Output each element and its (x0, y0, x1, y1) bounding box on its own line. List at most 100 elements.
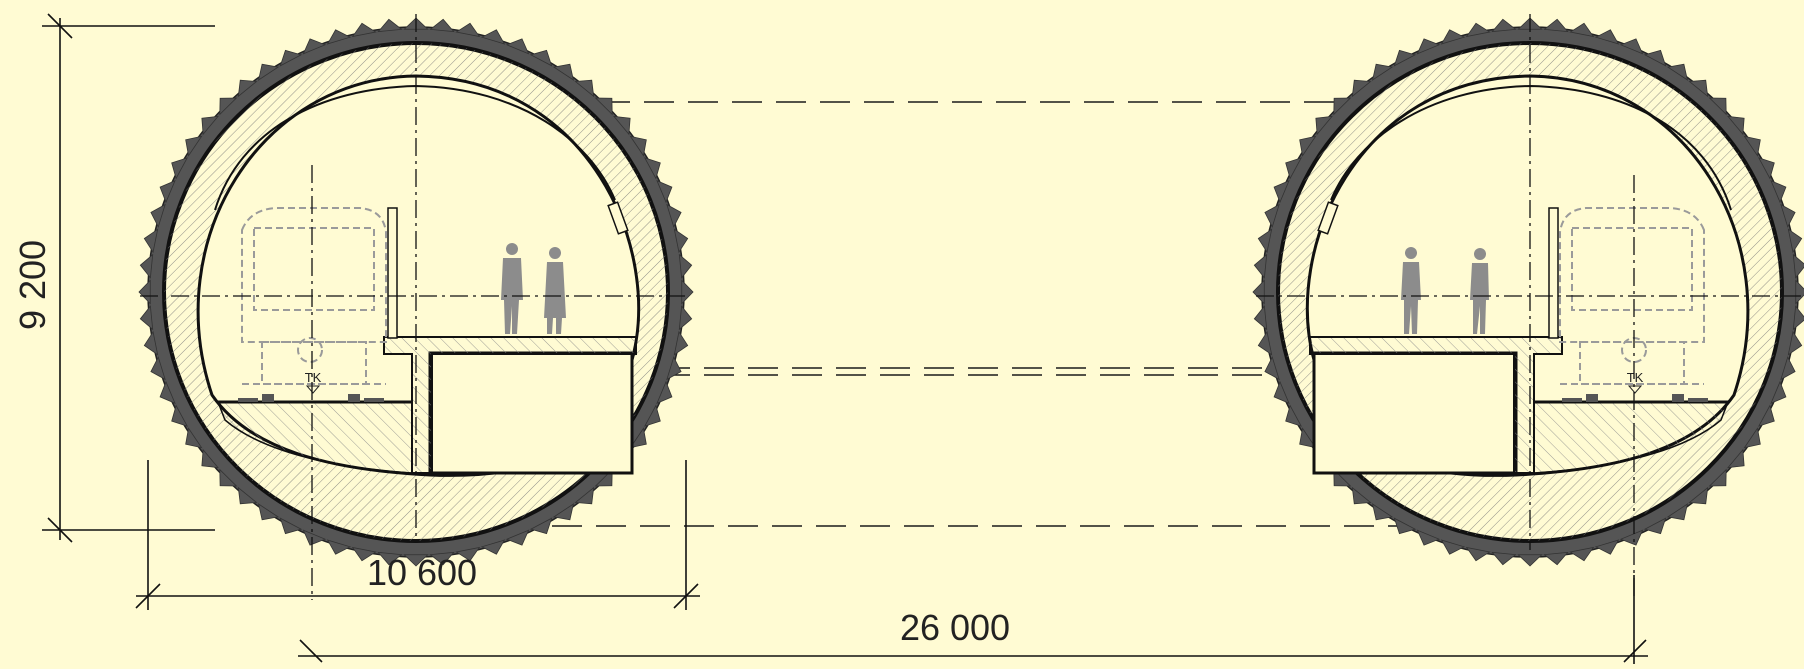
shell-tooth (143, 228, 159, 254)
shell-tooth (302, 529, 327, 546)
shell-tooth (1543, 18, 1569, 33)
shell-tooth (201, 448, 219, 469)
shell-tooth (1787, 228, 1803, 254)
shell-tooth (279, 517, 303, 535)
shell-tooth (1787, 330, 1803, 356)
wall-cabinet (607, 201, 629, 235)
shell-tooth (1416, 529, 1441, 546)
shell-tooth (1708, 468, 1727, 487)
shell-tooth (1780, 203, 1796, 228)
shell-tooth (455, 22, 481, 38)
shell-tooth (279, 49, 303, 67)
shell-tooth (201, 115, 219, 136)
shell-tooth (1569, 22, 1595, 38)
shell-tooth (1299, 427, 1317, 449)
shell-tooth (1315, 115, 1333, 136)
shell-tooth (1351, 79, 1372, 98)
shell-tooth (1643, 49, 1667, 67)
shell-tooth (159, 380, 176, 405)
shell-tooth (505, 529, 530, 546)
shell-tooth (403, 554, 429, 567)
service-duct (428, 351, 634, 475)
shell-tooth (1351, 486, 1372, 505)
shell-tooth (480, 29, 506, 45)
height-dimension-label: 9 200 (12, 240, 53, 330)
shell-tooth (237, 486, 258, 505)
shell-tooth (552, 63, 575, 81)
shell-tooth (377, 18, 403, 33)
shell-tooth (1666, 503, 1689, 521)
shell-tooth (673, 228, 689, 254)
platform-slab (1309, 336, 1563, 474)
shell-tooth (1491, 551, 1517, 566)
track-bed (1533, 401, 1730, 474)
platform-wall (1548, 207, 1559, 339)
connecting-lines (420, 101, 1530, 527)
shell-tooth (1257, 330, 1273, 356)
shell-tooth (1285, 157, 1302, 180)
shell-tooth (1743, 135, 1761, 157)
shell-tooth (219, 468, 238, 487)
center-axis-lines (140, 14, 690, 600)
shell-tooth (150, 356, 166, 381)
shell-tooth (656, 380, 673, 405)
height-dimension (42, 13, 215, 543)
shell-tooth (1758, 404, 1775, 427)
shell-teeth (138, 17, 694, 567)
shell-tooth (666, 356, 682, 381)
shell-tooth (138, 279, 151, 305)
shell-tooth (1758, 157, 1775, 180)
shell-tooth (1416, 38, 1441, 55)
shell-tooth (1666, 63, 1689, 81)
shell-tooth (1491, 18, 1517, 33)
shell-tooth (326, 29, 352, 45)
shell-tooth (1257, 228, 1273, 254)
shell-tooth (1619, 38, 1644, 55)
shell-tooth (185, 427, 203, 449)
shell-tooth (1465, 22, 1491, 38)
shell-tooth (429, 551, 455, 566)
shell-tooth (1619, 529, 1644, 546)
shell-tooth (1770, 179, 1787, 204)
rail (238, 394, 384, 402)
rail-label: TK (305, 370, 322, 385)
shell-tooth (678, 253, 693, 279)
rail-marker (305, 385, 321, 394)
shell-tooth (480, 539, 506, 555)
shell-tooth (1688, 79, 1709, 98)
shell-tooth (1440, 539, 1466, 555)
shell-tooth (678, 305, 693, 331)
shell-tooth (529, 49, 553, 67)
shell-tooth (377, 551, 403, 566)
shell-tooth (1792, 253, 1804, 279)
shell-tooth (455, 546, 481, 562)
shell-tooth (1643, 517, 1667, 535)
rail-label: TK (1627, 370, 1644, 385)
tunnel-left: TK (138, 14, 694, 600)
shell-tooth (237, 79, 258, 98)
shell-tooth (1780, 356, 1796, 381)
platform-wall (387, 207, 398, 339)
shell-tooth (1743, 427, 1761, 449)
width-dimension-label: 10 600 (367, 552, 477, 593)
shell-tooth (1543, 551, 1569, 566)
shell-tooth (326, 539, 352, 555)
shell-tooth (505, 38, 530, 55)
shell-tooth (673, 330, 689, 356)
person-figures (1401, 247, 1489, 334)
person-figure (544, 247, 566, 334)
train-outline (241, 207, 387, 385)
shell-tooth (302, 38, 327, 55)
person-figure (1470, 248, 1489, 334)
shell-tooth (1253, 305, 1268, 331)
shell-tooth (1285, 404, 1302, 427)
shell-tooth (552, 503, 575, 521)
shell-tooth (1264, 203, 1280, 228)
shell-tooth (1252, 279, 1265, 305)
tunnel-right: TK (1252, 14, 1804, 600)
shell-tooth (574, 486, 595, 505)
width-dimension (135, 460, 700, 610)
shell-tooth (666, 203, 682, 228)
shell-tooth (1299, 135, 1317, 157)
